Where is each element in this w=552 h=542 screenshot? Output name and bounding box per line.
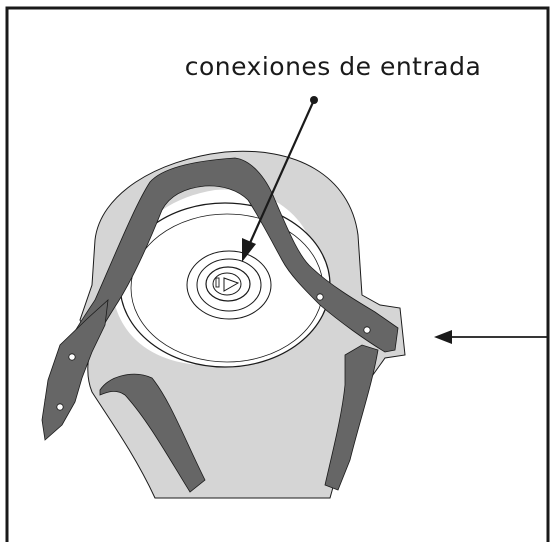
bolt-hole [316, 293, 324, 301]
bolt-hole [363, 326, 371, 334]
callout-arrowhead [242, 238, 256, 262]
bolt-hole [68, 353, 76, 361]
callout-leader-line [248, 99, 316, 244]
gasket-lower-right [324, 344, 379, 491]
connector-pin [215, 277, 220, 288]
callout-label: conexiones de entrada [184, 52, 482, 81]
bolt-hole [56, 403, 64, 411]
figure-border [5, 6, 550, 542]
callout-dot [310, 96, 318, 104]
view-direction-arrowhead [434, 330, 452, 344]
gasket-lower-left [99, 373, 206, 493]
connector-key [223, 277, 240, 292]
gasket-upper-band [44, 157, 399, 422]
